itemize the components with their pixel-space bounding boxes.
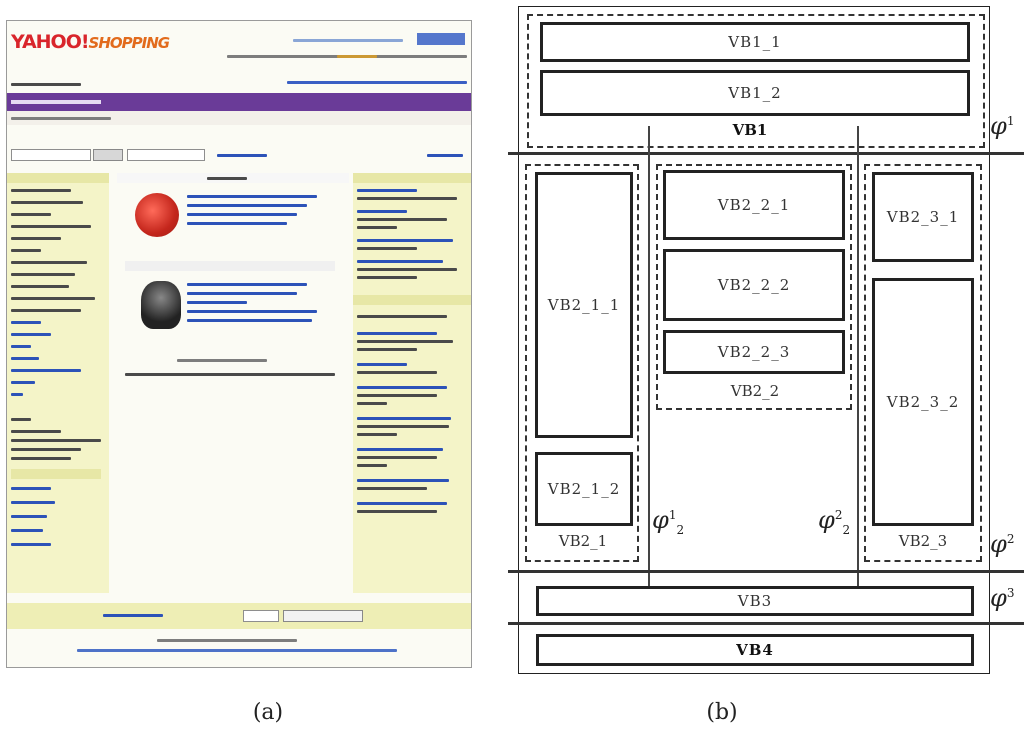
vb2-2-label: VB2_2 [710,382,800,400]
separator-phi2-2 [857,126,859,598]
phi2-2-label: φ22 [818,506,850,537]
header-button [417,33,465,45]
category-select [127,149,205,161]
caption-a: (a) [248,700,288,725]
breadcrumb-text [11,117,111,120]
center-header-text [207,177,247,180]
vb2-1-2-block: VB2_1_2 [535,452,633,526]
vb2-1-label: VB2_1 [538,532,628,550]
helmet-image [141,281,181,329]
copyright-text [157,639,297,642]
header-links [293,39,403,42]
center-links-1 [187,195,327,235]
advanced-link [217,154,267,157]
header-highlight [337,55,377,58]
search-dropdown [93,149,123,161]
search-row [7,149,471,165]
center-note [177,359,267,362]
right-column-header [353,173,471,183]
separator-phi1 [508,152,1024,155]
vb2-2-1-block: VB2_2_1 [663,170,845,240]
vb3-block: VB3 [536,586,974,616]
vb4-block: VB4 [536,634,974,666]
footer-button [283,610,363,622]
phi2-1-label: φ12 [652,506,684,537]
logo-shopping-text: SHOPPING [89,34,170,52]
vb2-3-1-block: VB2_3_1 [872,172,974,262]
category-title [11,100,101,104]
caption-b: (b) [700,700,744,725]
separator-phi2 [508,570,1024,573]
search-input [11,149,91,161]
separator-phi3 [508,622,1024,625]
vb2-1-1-block: VB2_1_1 [535,172,633,438]
flower-image [135,193,179,237]
logo-yahoo-text: YAHOO! [11,31,89,53]
left-links [11,189,101,589]
left-column-header [7,173,109,183]
vb2-2-2-block: VB2_2_2 [663,249,845,321]
right-links [357,189,467,589]
vb1-1-block: VB1_1 [540,22,970,62]
vb2-3-label: VB2_3 [878,532,968,550]
footer-link [103,614,163,617]
footer-input [243,610,279,622]
nav-links [287,81,467,84]
center-footer-text [125,373,335,376]
nav-text [11,83,81,86]
vb1-2-block: VB1_2 [540,70,970,116]
webpage-screenshot: YAHOO!SHOPPING [6,20,472,668]
phi2-label: φ2 [990,530,1014,558]
vb2-3-2-block: VB2_3_2 [872,278,974,526]
separator-phi2-1 [648,126,650,598]
center-links-2 [187,283,327,331]
help-link [427,154,463,157]
vb2-2-3-block: VB2_2_3 [663,330,845,374]
footer-bar [7,603,471,629]
center-divider [125,261,335,271]
phi1-label: φ1 [990,112,1014,140]
yahoo-shopping-logo: YAHOO!SHOPPING [11,31,191,61]
phi3-label: φ3 [990,584,1014,612]
footer-links [77,649,397,652]
vb1-label: VB1 [720,121,780,139]
